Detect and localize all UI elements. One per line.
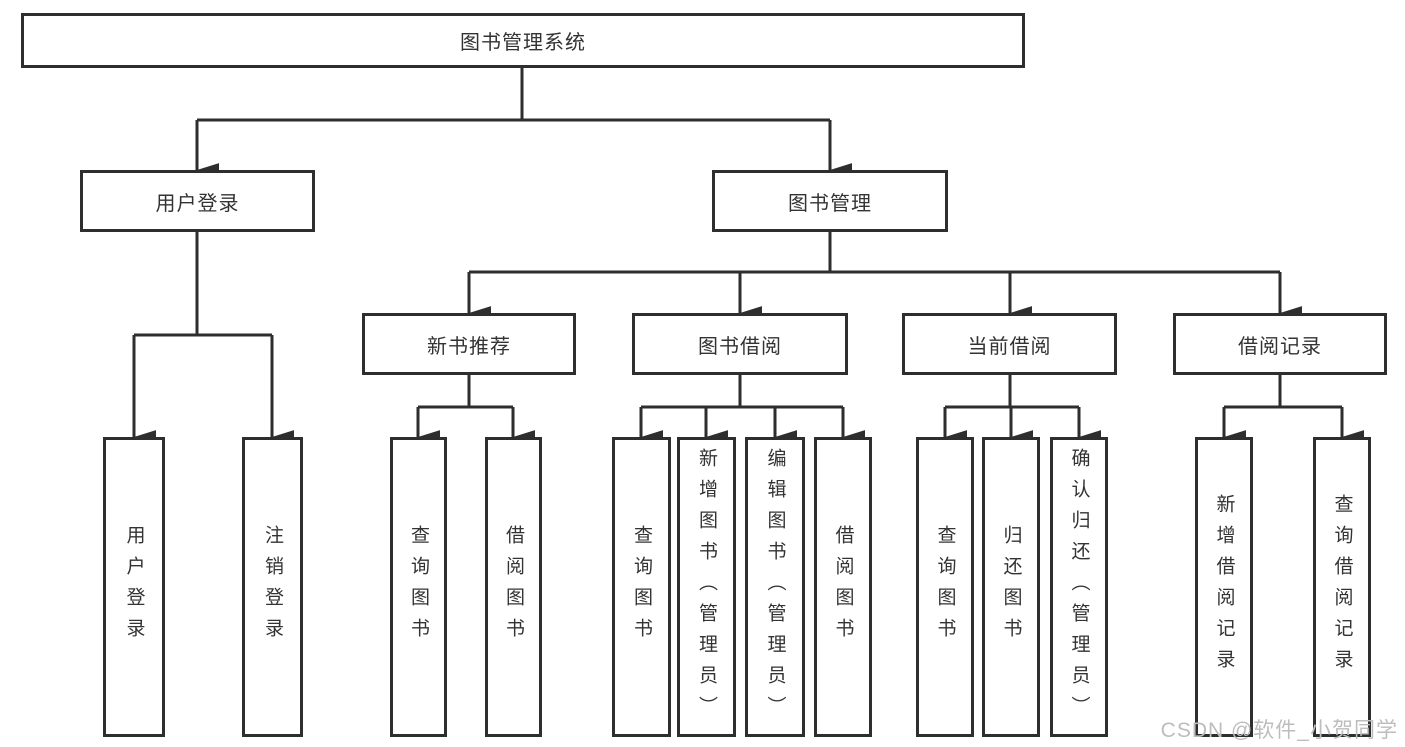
node-label: 新增借阅记录 [1213, 494, 1235, 680]
node-root-library-management-system: 图书管理系统 [21, 13, 1025, 68]
node-label: 新书推荐 [427, 335, 511, 358]
leaf-return-books: 归还图书 [982, 437, 1040, 737]
node-label: 查询图书 [408, 525, 429, 649]
node-label: 图书借阅 [698, 335, 782, 358]
node-label: 当前借阅 [967, 335, 1052, 358]
leaf-query-books-recommend: 查询图书 [390, 437, 447, 737]
node-label: 新增图书（管理员） [696, 447, 717, 727]
node-label: 归还图书 [1000, 525, 1022, 649]
node-label: 查询图书 [631, 525, 652, 649]
leaf-query-books-borrow: 查询图书 [612, 437, 671, 737]
leaf-add-borrow-record: 新增借阅记录 [1195, 437, 1253, 737]
node-label: 图书管理系统 [460, 32, 586, 54]
leaf-borrow-books: 借阅图书 [814, 437, 872, 737]
node-current-borrow: 当前借阅 [902, 313, 1117, 375]
node-borrow-records: 借阅记录 [1173, 313, 1387, 375]
node-label: 图书管理 [788, 192, 872, 215]
leaf-logout: 注销登录 [242, 437, 303, 737]
node-book-borrow: 图书借阅 [632, 313, 848, 375]
node-user-login: 用户登录 [80, 170, 315, 232]
node-book-management: 图书管理 [712, 170, 948, 232]
leaf-query-books-current: 查询图书 [916, 437, 974, 737]
node-label: 用户登录 [123, 525, 145, 649]
node-new-book-recommend: 新书推荐 [362, 313, 576, 375]
csdn-watermark: CSDN @软件_小贺同学 [1160, 719, 1398, 742]
leaf-user-login: 用户登录 [103, 437, 165, 737]
node-label: 编辑图书（管理员） [764, 447, 786, 727]
node-label: 查询借阅记录 [1331, 494, 1353, 680]
node-label: 借阅图书 [503, 525, 524, 649]
leaf-query-borrow-record: 查询借阅记录 [1313, 437, 1371, 737]
leaf-borrow-books-recommend: 借阅图书 [485, 437, 542, 737]
leaf-confirm-return-admin: 确认归还（管理员） [1050, 437, 1108, 737]
node-label: 注销登录 [262, 525, 283, 649]
node-label: 借阅记录 [1238, 335, 1322, 358]
node-label: 查询图书 [934, 525, 956, 649]
node-label: 确认归还（管理员） [1068, 447, 1090, 727]
node-label: 借阅图书 [832, 525, 854, 649]
leaf-add-books-admin: 新增图书（管理员） [677, 437, 736, 737]
leaf-edit-books-admin: 编辑图书（管理员） [745, 437, 805, 737]
node-label: 用户登录 [155, 192, 240, 215]
